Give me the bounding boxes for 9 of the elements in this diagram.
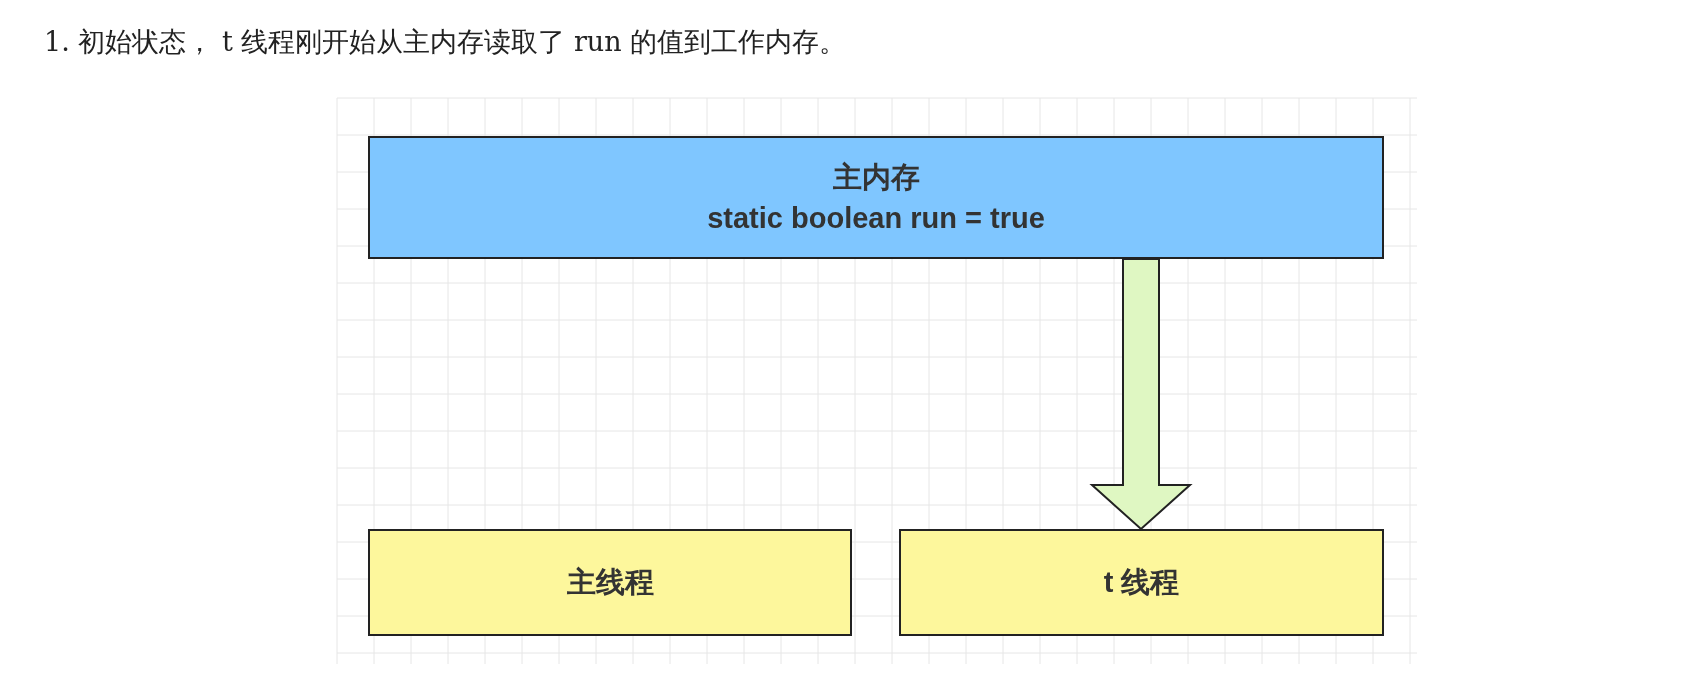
block-arrow: [1089, 258, 1193, 531]
heading: 1. 初始状态， t 线程刚开始从主内存读取了 run 的值到工作内存。: [44, 25, 847, 59]
process-box: [368, 136, 1384, 259]
box-label: static boolean run = true: [707, 200, 1045, 236]
process-box: [368, 529, 852, 636]
box-label: t 线程: [1103, 565, 1180, 601]
box-label: 主线程: [566, 565, 654, 601]
box-label: 主内存: [832, 160, 920, 196]
process-box: [899, 529, 1384, 636]
